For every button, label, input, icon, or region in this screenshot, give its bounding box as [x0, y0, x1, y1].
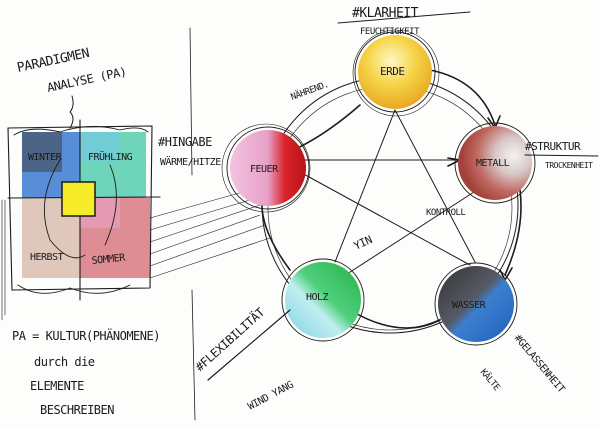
element-feuer-quality: WÄRME/HITZE: [160, 155, 221, 168]
center-square: [61, 181, 96, 217]
generating-arrows: [261, 69, 522, 329]
pa-title-line1: PARADIGMEN: [16, 46, 91, 76]
element-wasser: WASSER #GELASSENHEIT KÄLTE: [434, 262, 567, 395]
pa-note-line2: durch die: [34, 355, 95, 369]
element-metall-quality: TROCKENHEIT: [545, 161, 593, 170]
element-feuer-label: FEUER: [250, 164, 279, 175]
element-metall-label: METALL: [476, 158, 510, 169]
element-holz-label: HOLZ: [306, 292, 329, 303]
guide-line: [189, 27, 196, 421]
label-naehrend: NÄHREND.: [289, 79, 330, 103]
label-kontroll: KONTROLL: [426, 208, 465, 218]
element-holz: HOLZ #FLEXIBILITÄT WIND YANG: [192, 258, 365, 413]
element-erde-quality: FEUCHTIGKEIT: [360, 27, 420, 37]
element-feuer-tag: #HINGABE: [158, 135, 212, 149]
label-winter: WINTER: [28, 152, 63, 163]
pa-note-line4: BESCHREIBEN: [40, 403, 114, 417]
element-wasser-tag: #GELASSENHEIT: [512, 333, 567, 395]
label-yin: YIN: [352, 233, 374, 253]
label-fruehling: FRÜHLING: [88, 150, 133, 163]
pa-note-line1: PA = KULTUR(PHÄNOMENE): [12, 328, 160, 343]
element-feuer: FEUER #HINGABE WÄRME/HITZE: [158, 123, 311, 213]
pa-note-line3: ELEMENTE: [30, 379, 84, 393]
element-wasser-quality: KÄLTE: [478, 367, 502, 393]
element-metall-tag: #STRUKTUR: [525, 140, 581, 153]
element-holz-quality: WIND YANG: [246, 379, 295, 412]
element-erde-label: ERDE: [380, 65, 405, 78]
control-pentagram: [277, 109, 509, 286]
element-erde: ERDE #KLARHEIT FEUCHTIGKEIT: [337, 6, 471, 117]
element-wasser-label: WASSER: [452, 300, 487, 311]
label-herbst: HERBST: [30, 252, 64, 263]
pa-title-line2: ANALYSE (PA): [46, 64, 128, 94]
label-sommer: SOMMER: [91, 252, 127, 267]
element-metall: METALL #STRUKTUR TROCKENHEIT: [454, 122, 599, 204]
